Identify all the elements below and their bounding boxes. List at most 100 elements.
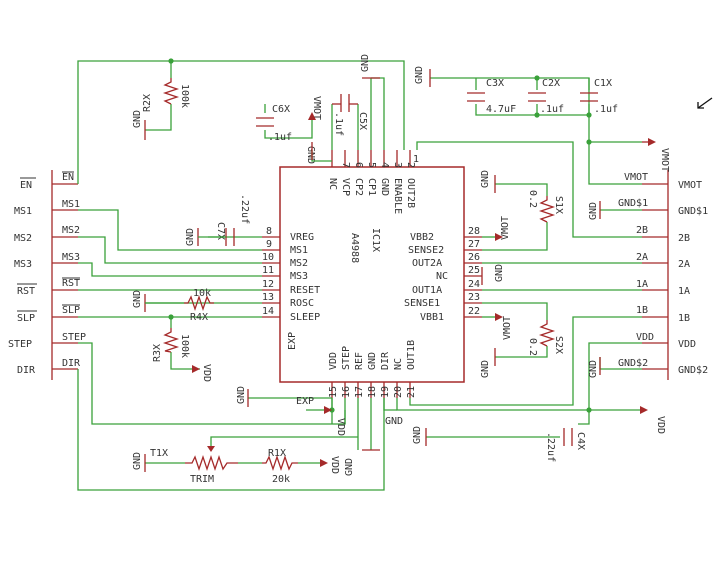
svg-text:7: 7	[340, 162, 351, 168]
header-pin-ms2: MS2	[14, 233, 78, 244]
svg-text:GND: GND	[588, 360, 599, 378]
svg-text:CP2: CP2	[353, 178, 364, 196]
svg-text:18: 18	[367, 386, 378, 398]
svg-text:OUT2A: OUT2A	[412, 258, 442, 269]
svg-text:GND: GND	[385, 416, 403, 427]
svg-text:MS1: MS1	[62, 199, 80, 210]
svg-text:6: 6	[353, 162, 364, 168]
svg-text:NC: NC	[436, 271, 448, 282]
svg-text:17: 17	[354, 386, 365, 398]
left-net-labels: EN MS1 MS2 MS3 RST SLP STEP DIR	[62, 171, 86, 369]
svg-text:NC: NC	[327, 178, 338, 190]
svg-text:C6X: C6X	[272, 104, 290, 115]
svg-text:4.7uF: 4.7uF	[486, 104, 516, 115]
svg-text:23: 23	[468, 292, 480, 303]
svg-text:EN: EN	[62, 172, 74, 183]
vdd-out-arrow-icon	[640, 406, 648, 414]
svg-text:GND: GND	[588, 202, 599, 220]
svg-text:ENABLE: ENABLE	[392, 178, 403, 214]
svg-text:.22uf: .22uf	[545, 432, 556, 462]
header-pin-ms3: MS3	[14, 259, 78, 270]
header-pin-2b: 2B	[642, 233, 690, 244]
svg-text:8: 8	[266, 226, 272, 237]
svg-text:GND: GND	[344, 458, 355, 476]
svg-text:MS2: MS2	[14, 233, 32, 244]
svg-text:GND$2: GND$2	[678, 365, 708, 376]
svg-text:GND: GND	[494, 264, 505, 282]
header-pin-gnd2: GND$2	[642, 365, 708, 376]
header-pin-slp: SLP	[17, 310, 78, 324]
svg-text:19: 19	[380, 386, 391, 398]
svg-text:STEP: STEP	[341, 346, 352, 370]
svg-text:IC1X: IC1X	[370, 228, 381, 252]
svg-text:GND: GND	[360, 54, 371, 72]
svg-text:SLP: SLP	[17, 313, 35, 324]
svg-text:EXP: EXP	[296, 396, 314, 407]
svg-text:VMOT: VMOT	[500, 216, 511, 240]
svg-text:MS3: MS3	[290, 271, 308, 282]
svg-text:MS1: MS1	[290, 245, 308, 256]
svg-text:GND: GND	[412, 426, 423, 444]
svg-text:T1X: T1X	[150, 448, 168, 459]
svg-text:VBB1: VBB1	[420, 312, 444, 323]
svg-text:DIR: DIR	[62, 358, 81, 369]
svg-text:15: 15	[328, 386, 339, 398]
svg-text:S2X: S2X	[553, 336, 564, 354]
svg-text:VDD: VDD	[655, 416, 666, 434]
svg-text:OUT1A: OUT1A	[412, 285, 442, 296]
svg-text:9: 9	[266, 239, 272, 250]
svg-text:13: 13	[262, 292, 274, 303]
header-pin-rst: RST	[17, 283, 78, 297]
svg-text:20: 20	[393, 386, 404, 398]
header-pin-1b: 1B	[642, 313, 690, 324]
svg-text:MS3: MS3	[14, 259, 32, 270]
svg-text:1B: 1B	[678, 313, 690, 324]
svg-text:MS3: MS3	[62, 252, 80, 263]
svg-text:VDD: VDD	[636, 332, 654, 343]
svg-text:C7X: C7X	[215, 222, 226, 240]
svg-text:SLP: SLP	[62, 305, 80, 316]
vmot-s2x-arrow-icon	[495, 313, 503, 321]
svg-text:STEP: STEP	[62, 332, 86, 343]
svg-text:VMOT: VMOT	[311, 96, 322, 120]
svg-text:GND: GND	[480, 360, 491, 378]
svg-text:10k: 10k	[193, 288, 211, 299]
resistor-r2x	[162, 78, 180, 105]
trimmer-t1x	[185, 454, 238, 472]
power-symbols: GND GND GND GND GND GND GND GND GND GND …	[132, 54, 670, 476]
svg-text:VDD: VDD	[335, 418, 346, 436]
svg-text:C4X: C4X	[575, 432, 586, 450]
svg-text:R3X: R3X	[152, 344, 163, 362]
svg-text:GND$1: GND$1	[678, 206, 708, 217]
svg-text:4: 4	[379, 162, 390, 168]
svg-text:RESET: RESET	[290, 285, 320, 296]
svg-text:2B: 2B	[678, 233, 690, 244]
svg-text:1B: 1B	[636, 305, 648, 316]
svg-text:REF: REF	[354, 352, 365, 370]
svg-text:VMOT: VMOT	[624, 172, 648, 183]
vmot-c6x-arrow-icon	[308, 112, 316, 120]
svg-text:VDD: VDD	[678, 339, 696, 350]
svg-text:GND$2: GND$2	[618, 358, 648, 369]
svg-text:DIR: DIR	[380, 351, 391, 370]
svg-text:2B: 2B	[636, 225, 648, 236]
svg-text:VMOT: VMOT	[502, 316, 513, 340]
svg-text:R1X: R1X	[268, 448, 286, 459]
svg-text:GND: GND	[132, 110, 143, 128]
svg-text:GND: GND	[305, 146, 316, 164]
svg-text:C2X: C2X	[542, 78, 560, 89]
svg-text:R2X: R2X	[142, 94, 153, 112]
svg-text:CP1: CP1	[366, 178, 377, 196]
svg-text:2: 2	[405, 162, 416, 168]
svg-text:20k: 20k	[272, 474, 290, 485]
vmot-arrow-icon	[648, 138, 656, 146]
svg-text:ROSC: ROSC	[290, 298, 314, 309]
svg-text:VMOT: VMOT	[678, 180, 702, 191]
svg-text:GND: GND	[414, 66, 425, 84]
